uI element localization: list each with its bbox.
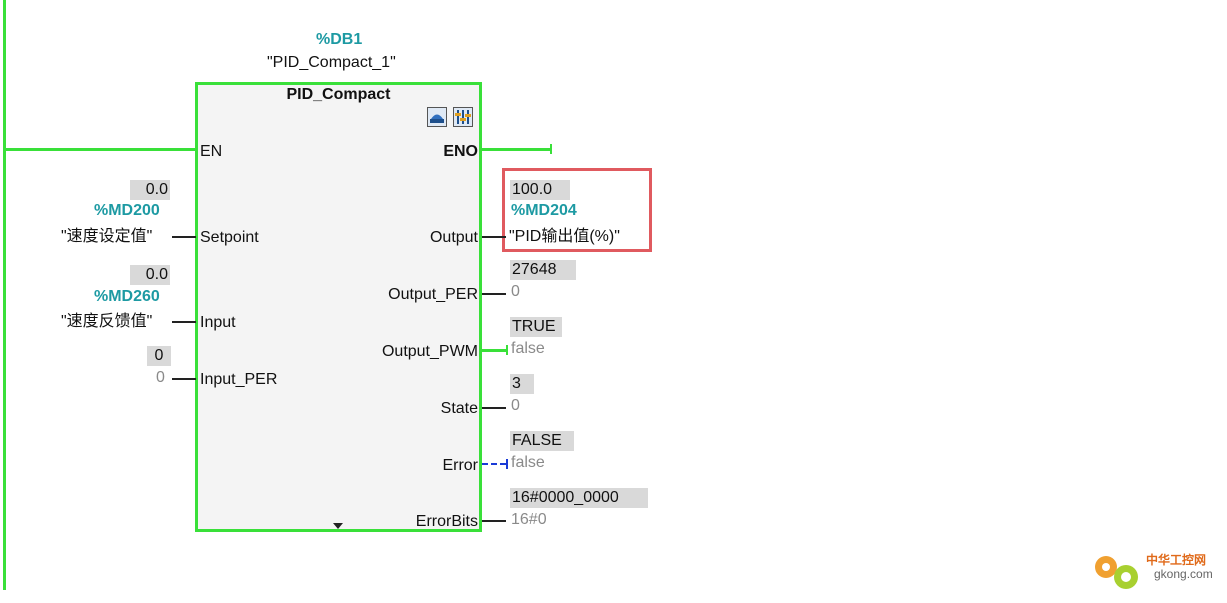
input-per-monitor-value: 0: [147, 346, 171, 366]
errorbits-wire: [482, 520, 506, 522]
input-wire: [172, 321, 196, 323]
pin-setpoint: Setpoint: [200, 229, 259, 246]
pin-input-per: Input_PER: [200, 371, 278, 388]
pin-output-per: Output_PER: [388, 286, 478, 303]
output-pwm-monitor-value: TRUE: [510, 317, 562, 337]
errorbits-tag[interactable]: 16#0: [511, 511, 547, 528]
configuration-icon[interactable]: [453, 107, 473, 127]
errorbits-monitor-value: 16#0000_0000: [510, 488, 648, 508]
input-tag[interactable]: "速度反馈值": [61, 313, 153, 330]
input-per-tag[interactable]: 0: [156, 369, 165, 386]
error-tag[interactable]: false: [511, 454, 545, 471]
error-wire-end: [506, 459, 508, 469]
eno-line-end: [550, 144, 552, 154]
output-pwm-tag[interactable]: false: [511, 340, 545, 357]
output-per-wire: [482, 293, 506, 295]
output-per-monitor-value: 27648: [510, 260, 576, 280]
output-pwm-wire: [482, 349, 508, 352]
pin-state: State: [440, 400, 478, 417]
pin-en: EN: [200, 143, 223, 160]
output-wire: [482, 236, 506, 238]
watermark-cn: 中华工控网: [1146, 553, 1207, 567]
error-monitor-value: FALSE: [510, 431, 574, 451]
output-pwm-wire-end: [506, 345, 508, 355]
setpoint-monitor-value: 0.0: [130, 180, 170, 200]
state-wire: [482, 407, 506, 409]
watermark-logo: 中华工控网 gkong.com: [1088, 545, 1223, 595]
pin-input: Input: [200, 314, 236, 331]
output-per-tag[interactable]: 0: [511, 283, 520, 300]
error-wire: [482, 463, 506, 465]
block-title: PID_Compact: [286, 86, 391, 103]
input-per-wire: [172, 378, 196, 380]
left-power-rail: [3, 0, 6, 590]
commissioning-icon[interactable]: [427, 107, 447, 127]
setpoint-tag[interactable]: "速度设定值": [61, 228, 153, 245]
expand-block-icon[interactable]: [333, 523, 343, 529]
pin-eno: ENO: [443, 143, 478, 160]
state-monitor-value: 3: [510, 374, 534, 394]
instance-db-name[interactable]: "PID_Compact_1": [267, 54, 396, 71]
pin-error: Error: [442, 457, 478, 474]
output-highlight-box: [502, 168, 652, 252]
input-monitor-value: 0.0: [130, 265, 170, 285]
output-tag[interactable]: "PID输出值(%)": [509, 228, 620, 245]
output-address[interactable]: %MD204: [511, 202, 577, 219]
pin-output-pwm: Output_PWM: [381, 343, 478, 360]
instance-db-address[interactable]: %DB1: [316, 31, 363, 48]
pin-errorbits: ErrorBits: [415, 513, 478, 530]
pid-compact-block[interactable]: [195, 82, 482, 532]
setpoint-wire: [172, 236, 196, 238]
state-tag[interactable]: 0: [511, 397, 520, 414]
eno-power-line: [482, 148, 552, 151]
setpoint-address[interactable]: %MD200: [94, 202, 160, 219]
en-power-line: [6, 148, 196, 151]
watermark-url: gkong.com: [1154, 567, 1213, 581]
output-monitor-value: 100.0: [510, 180, 570, 200]
input-address[interactable]: %MD260: [94, 288, 160, 305]
pin-output: Output: [429, 229, 478, 246]
